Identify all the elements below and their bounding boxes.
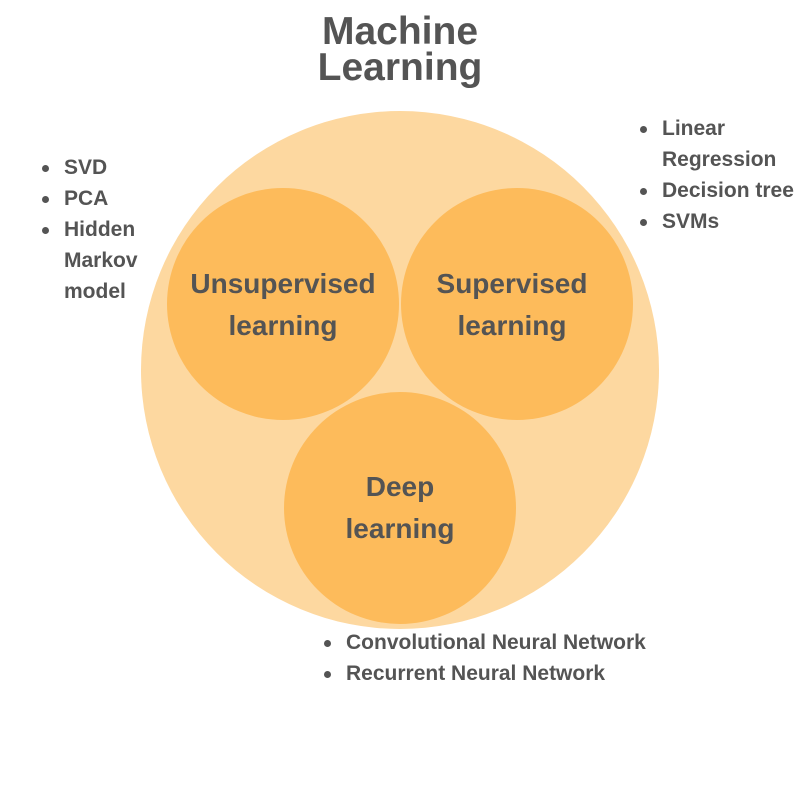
deep-label-line-2: learning [345,513,455,544]
supervised-label: Supervised learning [396,263,628,347]
page-title: Machine Learning [0,10,800,89]
list-item: PCA [40,183,150,214]
list-item: Hidden Markov model [40,214,150,307]
unsupervised-circle [167,188,399,420]
list-item: SVMs [638,206,798,237]
unsupervised-examples-list: SVD PCA Hidden Markov model [40,152,150,307]
unsupervised-label: Unsupervised learning [167,263,399,347]
supervised-label-line-2: learning [457,310,567,341]
list-item: Decision tree [638,175,798,206]
deep-learning-examples-list: Convolutional Neural Network Recurrent N… [322,627,722,689]
supervised-circle [401,188,633,420]
list-item: Recurrent Neural Network [322,658,722,689]
unsupervised-label-line-1: Unsupervised [190,268,376,299]
list-item: Convolutional Neural Network [322,627,722,658]
supervised-label-line-1: Supervised [436,268,588,299]
unsupervised-label-line-2: learning [228,310,338,341]
title-line-2: Learning [317,46,483,89]
deep-label-line-1: Deep [365,471,435,502]
list-item: SVD [40,152,150,183]
supervised-examples-list: Linear Regression Decision tree SVMs [638,113,798,237]
list-item: Linear Regression [638,113,798,175]
deep-learning-label: Deep learning [284,466,516,550]
title-line-1: Machine [321,10,479,53]
deep-learning-circle [284,392,516,624]
